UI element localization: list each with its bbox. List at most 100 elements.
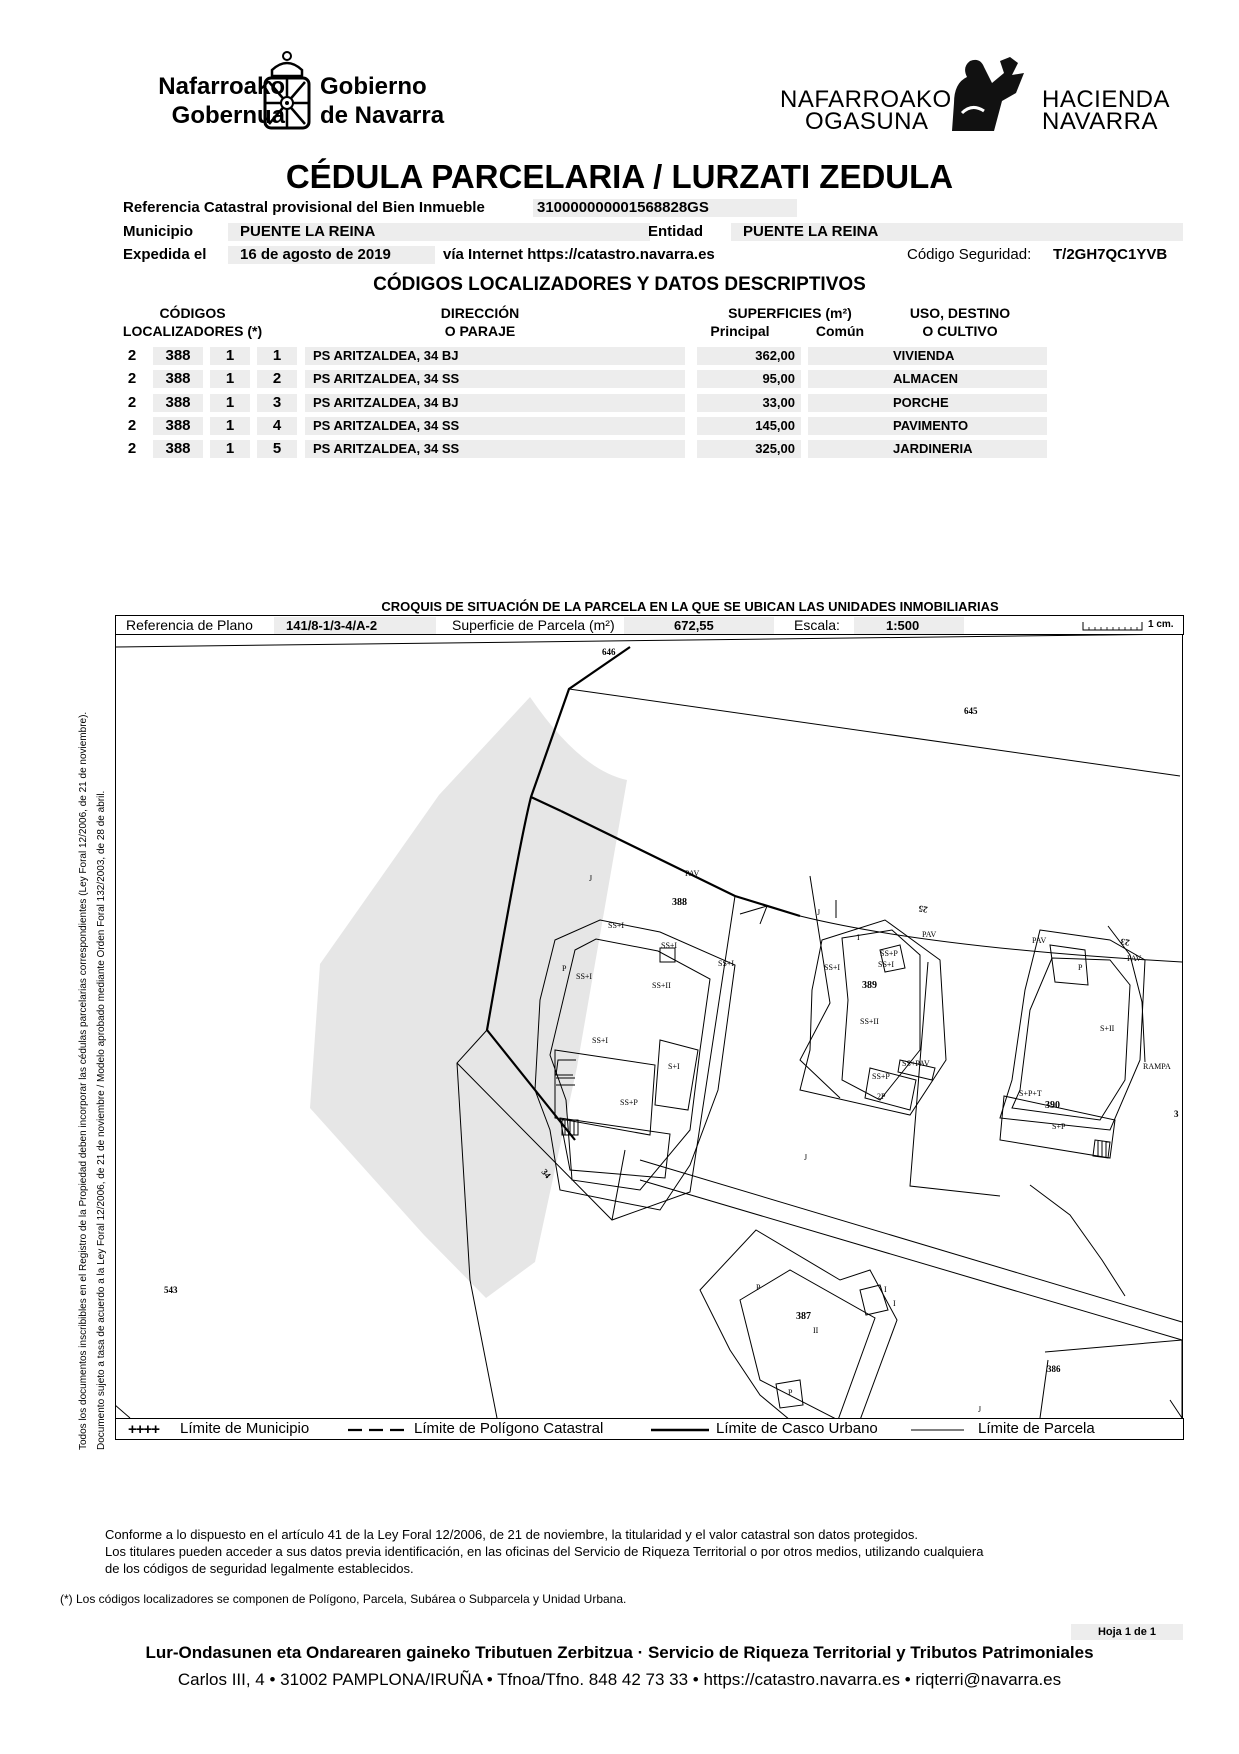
direccion-cell: PS ARITZALDEA, 34 BJ	[305, 394, 685, 412]
expedida-label: Expedida el	[123, 246, 207, 263]
street-number: 25	[917, 903, 928, 914]
parcel-label: 543	[164, 1285, 178, 1295]
map-annotation: PAV	[922, 930, 936, 939]
poligono-cell: 2	[127, 394, 137, 411]
scale-bar-icon	[1082, 622, 1143, 631]
map-annotation: SS+I	[824, 963, 840, 972]
map-annotation: J	[978, 1405, 981, 1414]
ref-plano-label: Referencia de Plano	[126, 617, 253, 633]
map-annotation: SS+PAV	[902, 1059, 930, 1068]
ref-value: 310000000001568828GS	[533, 199, 797, 217]
entidad-value: PUENTE LA REINA	[731, 223, 1183, 241]
subarea-cell: 1	[210, 370, 250, 388]
unidad-cell: 4	[257, 417, 297, 435]
subarea-cell: 1	[210, 347, 250, 365]
superficie-label: Superficie de Parcela (m²)	[452, 617, 615, 633]
parcela-cell: 388	[153, 417, 203, 435]
page-number: Hoja 1 de 1	[1071, 1624, 1183, 1640]
legend-poligono: Límite de Polígono Catastral	[414, 1420, 604, 1437]
parcel-label: 645	[964, 706, 978, 716]
codigo-label: Código Seguridad:	[907, 246, 1032, 263]
parcel-label: 390	[1045, 1100, 1060, 1111]
map-annotation: P	[1078, 963, 1083, 972]
map-annotation: S+P+T	[1019, 1089, 1042, 1098]
unidad-cell: 3	[257, 394, 297, 412]
map-annotation: SS+I	[661, 941, 677, 950]
map-annotation: SS+I	[608, 921, 624, 930]
codes-note: (*) Los códigos localizadores se compone…	[60, 1592, 627, 1606]
sup-principal-cell: 33,00	[697, 394, 801, 412]
escala-value: 1:500	[854, 617, 964, 634]
croquis-header: Referencia de Plano 141/8-1/3-4/A-2 Supe…	[115, 615, 1184, 635]
subarea-cell: 1	[210, 440, 250, 458]
map-annotation: SS+II	[652, 981, 671, 990]
unidad-cell: 2	[257, 370, 297, 388]
map-annotation: SS+P	[872, 1072, 890, 1081]
navarra-coat-of-arms-icon	[263, 51, 311, 130]
legend-parcela: Límite de Parcela	[978, 1420, 1095, 1437]
page-title: CÉDULA PARCELARIA / LURZATI ZEDULA	[285, 158, 954, 195]
section-title: CÓDIGOS LOCALIZADORES Y DATOS DESCRIPTIV…	[373, 274, 866, 295]
legend-casco: Límite de Casco Urbano	[716, 1420, 878, 1437]
map-annotation: J	[817, 908, 820, 917]
map-annotation: S+II	[1100, 1024, 1115, 1033]
map-annotation: II	[813, 1326, 819, 1335]
map-annotation: SS+I	[576, 972, 592, 981]
uso-cell: PAVIMENTO	[887, 417, 1047, 435]
logo-text: Gobierno	[320, 73, 427, 100]
sup-comun-cell	[808, 347, 896, 365]
subarea-cell: 1	[210, 417, 250, 435]
parcel-label: 388	[672, 897, 687, 908]
map-annotation: SS+I	[592, 1036, 608, 1045]
map-annotation: S+I	[668, 1062, 680, 1071]
logo-text: NAVARRA	[1042, 108, 1158, 135]
map-annotation: P	[756, 1283, 761, 1292]
ref-label: Referencia Catastral provisional del Bie…	[123, 199, 485, 216]
map-annotation: PAV	[1032, 936, 1046, 945]
street-number: 23	[1119, 936, 1130, 947]
parcel-map: 646 645 388 389 390 387 386 543 34 25 23…	[115, 634, 1183, 1419]
superficie-value: 672,55	[624, 617, 774, 634]
parcel-label: 386	[1047, 1364, 1061, 1374]
map-annotation: SS+II	[860, 1017, 879, 1026]
direccion-cell: PS ARITZALDEA, 34 SS	[305, 440, 685, 458]
poligono-cell: 2	[127, 417, 137, 434]
unidad-cell: 5	[257, 440, 297, 458]
service-name: Lur-Ondasunen eta Ondarearen gaineko Tri…	[145, 1643, 1094, 1662]
poligono-line-icon	[348, 1428, 404, 1432]
map-annotation: P	[562, 964, 567, 973]
unidad-cell: 1	[257, 347, 297, 365]
parcela-cell: 388	[153, 347, 203, 365]
map-annotation: P	[788, 1388, 793, 1397]
poligono-cell: 2	[127, 440, 137, 457]
map-annotation: SS+I	[878, 960, 894, 969]
map-annotation: RAMPA	[1143, 1062, 1171, 1071]
side-note-1: Todos los documentos inscribibles en el …	[78, 711, 89, 1450]
map-annotation: I	[857, 933, 860, 942]
sup-comun-cell	[808, 417, 896, 435]
parcela-cell: 388	[153, 370, 203, 388]
uso-cell: JARDINERIA	[887, 440, 1047, 458]
uso-cell: VIVIENDA	[887, 347, 1047, 365]
sup-principal-cell: 325,00	[697, 440, 801, 458]
poligono-cell: 2	[127, 347, 137, 364]
map-annotation: S+P	[1052, 1122, 1066, 1131]
subarea-cell: 1	[210, 394, 250, 412]
street-number: 3	[1174, 1109, 1179, 1119]
parcel-label: 387	[796, 1311, 811, 1322]
sup-principal-cell: 362,00	[697, 347, 801, 365]
parcela-cell: 388	[153, 440, 203, 458]
parcela-line-icon	[911, 1429, 964, 1431]
parcel-label: 389	[862, 980, 877, 991]
legal-notice: Conforme a lo dispuesto en el artículo 4…	[105, 1527, 984, 1576]
map-annotation: I	[893, 1299, 896, 1308]
parcel-label: 646	[602, 647, 616, 657]
sup-principal-cell: 145,00	[697, 417, 801, 435]
map-annotation: J	[589, 874, 592, 883]
side-note-2: Documento sujeto a tasa de acuerdo a la …	[96, 790, 107, 1450]
